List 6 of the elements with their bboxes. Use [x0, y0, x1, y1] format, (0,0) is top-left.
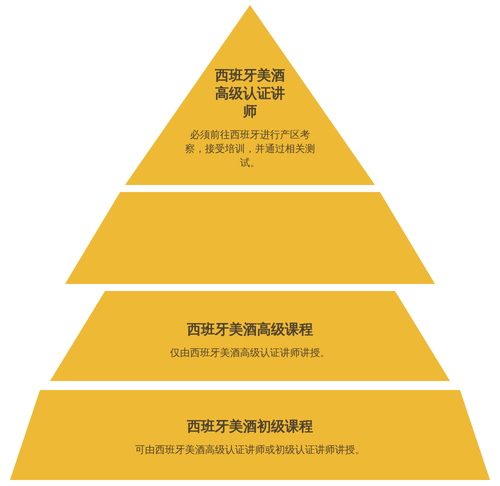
- tier-description: 必须前往西班牙进行产区考察，接受培训，并通过相关测试。: [185, 129, 315, 171]
- tier-description: 可由西班牙美酒高级认证讲师或初级认证讲师讲授。: [135, 444, 365, 458]
- tier-title: 西班牙美酒高级认证讲师: [214, 67, 286, 121]
- tier-title: 西班牙美酒初级课程: [187, 418, 313, 436]
- tier-description: 仅由西班牙美酒高级认证讲师讲授。: [170, 347, 330, 361]
- tier-title: 西班牙美酒高级课程: [187, 321, 313, 339]
